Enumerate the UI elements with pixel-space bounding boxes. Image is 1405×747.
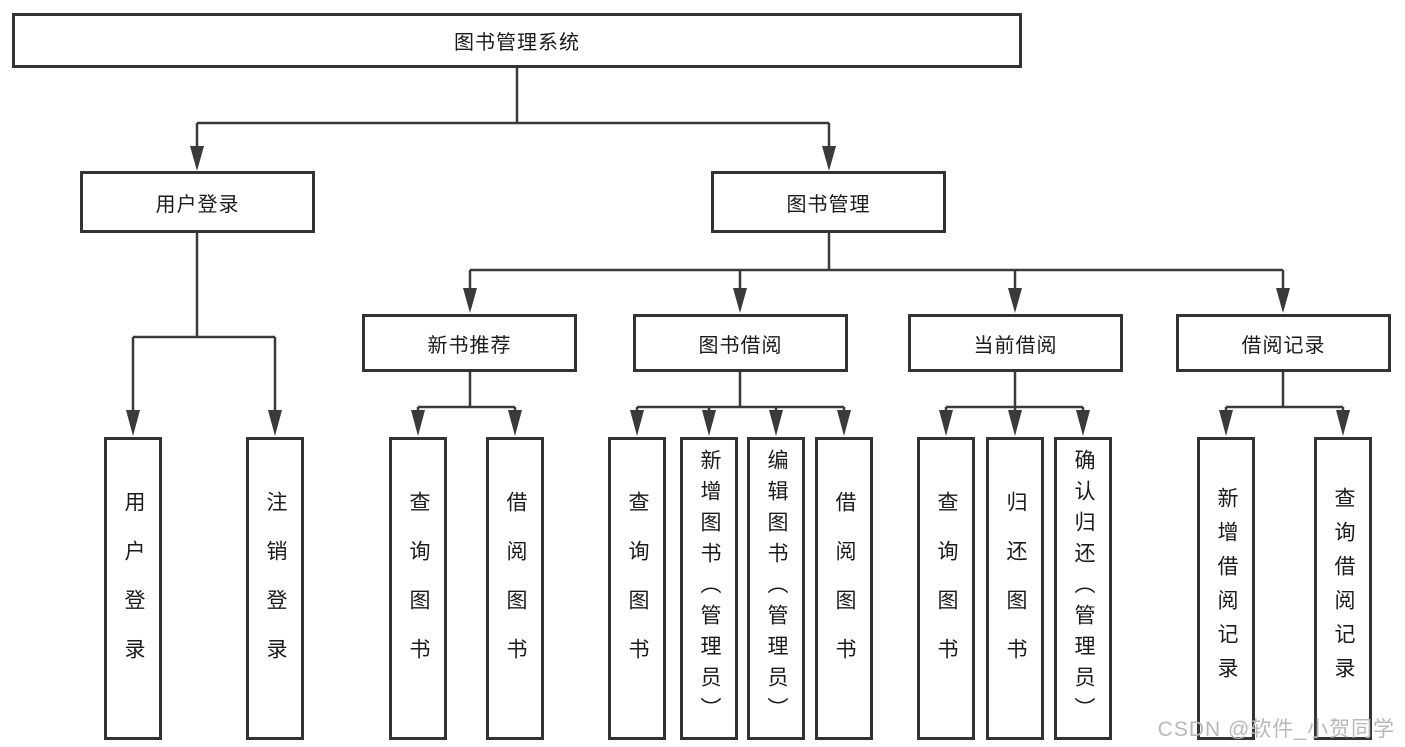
leaf-search-books-2-label: 查询图书 — [626, 490, 649, 687]
node-borrowing-records: 借阅记录 — [1176, 314, 1391, 372]
leaf-search-books-3-label: 查询图书 — [935, 490, 958, 687]
node-book-management: 图书管理 — [711, 171, 946, 233]
leaf-search-books-2: 查询图书 — [608, 437, 666, 740]
node-root-label: 图书管理系统 — [454, 32, 580, 54]
leaf-search-books-3: 查询图书 — [917, 437, 975, 740]
node-current-borrowing: 当前借阅 — [908, 314, 1123, 372]
node-book-management-label: 图书管理 — [786, 193, 871, 216]
node-current-borrowing-label: 当前借阅 — [973, 334, 1058, 357]
leaf-add-book-admin-label: 新增图书（管理员） — [698, 449, 721, 728]
leaf-borrow-books-1: 借阅图书 — [486, 437, 544, 740]
node-user-login-label: 用户登录 — [155, 193, 240, 216]
leaf-confirm-return-admin: 确认归还（管理员） — [1054, 437, 1112, 740]
leaf-add-book-admin: 新增图书（管理员） — [680, 437, 738, 740]
node-book-borrowing: 图书借阅 — [633, 314, 848, 372]
leaf-logout: 注销登录 — [246, 437, 304, 740]
leaf-user-login: 用户登录 — [104, 437, 162, 740]
leaf-add-borrow-record-label: 新增借阅记录 — [1215, 486, 1238, 691]
leaf-borrow-books-2-label: 借阅图书 — [833, 490, 856, 687]
leaf-confirm-return-admin-label: 确认归还（管理员） — [1072, 449, 1095, 728]
leaf-borrow-books-1-label: 借阅图书 — [504, 490, 527, 687]
leaf-user-login-label: 用户登录 — [122, 490, 145, 687]
leaf-search-borrow-record: 查询借阅记录 — [1314, 437, 1372, 740]
leaf-edit-book-admin: 编辑图书（管理员） — [747, 437, 805, 740]
arrowheads — [126, 146, 1350, 436]
node-new-book-recommend: 新书推荐 — [362, 314, 577, 372]
node-user-login: 用户登录 — [80, 171, 315, 233]
node-root: 图书管理系统 — [12, 13, 1022, 68]
leaf-borrow-books-2: 借阅图书 — [815, 437, 873, 740]
leaf-logout-label: 注销登录 — [264, 490, 287, 687]
watermark: CSDN @软件_小贺同学 — [1157, 718, 1395, 741]
leaf-search-borrow-record-label: 查询借阅记录 — [1332, 486, 1355, 691]
node-book-borrowing-label: 图书借阅 — [698, 334, 783, 357]
leaf-add-borrow-record: 新增借阅记录 — [1197, 437, 1255, 740]
leaf-return-books: 归还图书 — [986, 437, 1044, 740]
node-new-book-recommend-label: 新书推荐 — [427, 334, 512, 357]
leaf-edit-book-admin-label: 编辑图书（管理员） — [765, 449, 788, 728]
leaf-search-books-1: 查询图书 — [389, 437, 447, 740]
leaf-return-books-label: 归还图书 — [1004, 490, 1027, 687]
leaf-search-books-1-label: 查询图书 — [407, 490, 430, 687]
node-borrowing-records-label: 借阅记录 — [1241, 334, 1326, 357]
